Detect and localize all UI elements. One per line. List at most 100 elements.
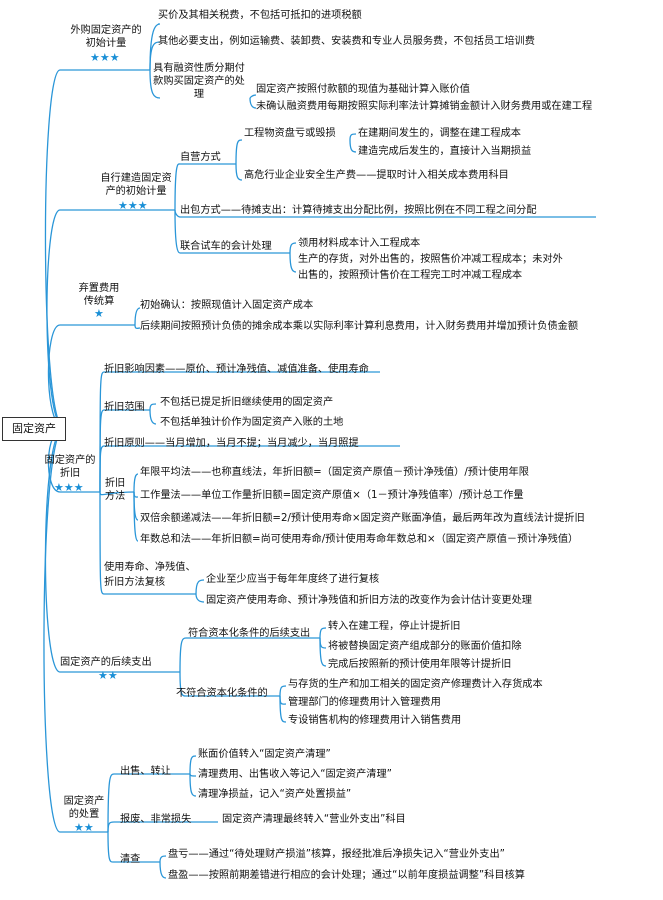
trial-item-3: 出售的，按照预计售价在工程完工时冲减工程成本 xyxy=(298,270,523,281)
depr-method-3: 双倍余额递减法——年折旧额=2/预计使用寿命×固定资产账面净值，最后两年改为直线… xyxy=(140,513,585,524)
connector xyxy=(179,671,280,697)
sale-item-2: 清理费用、出售收入等记入“固定资产清理” xyxy=(198,769,392,780)
sale-item-3: 清理净损益，记入“资产处置损益” xyxy=(198,789,352,800)
noncapital-label: 不符合资本化条件的 xyxy=(176,688,268,699)
disposal-item-2: 后续期间按照预计负债的摊余成本乘以实际利率计算利息费用，计入财务费用并增加预计负… xyxy=(140,321,579,332)
self-operated-label: 自营方式 xyxy=(180,152,221,163)
connector xyxy=(189,773,197,797)
purchase-item-1: 买价及其相关税费，不包括可抵扣的进项税额 xyxy=(158,10,362,21)
depr-method-2: 工作量法——单位工作量折旧额=固定资产原值×（1－预计净残值率）/预计总工作量 xyxy=(140,490,524,501)
disposal-item-1: 初始确认：按照现值计入固定资产成本 xyxy=(140,300,314,311)
connector xyxy=(159,861,167,879)
depr-factors: 折旧影响因素——原价、预计净残值、减值准备、使用寿命 xyxy=(104,364,369,375)
connector xyxy=(107,831,160,863)
purchase-item-2: 其他必要支出，例如运输费、装卸费、安装费和专业人员服务费，不包括员工培训费 xyxy=(158,36,535,47)
depr-review-label: 使用寿命、净残值、折旧方法复核 xyxy=(104,562,196,588)
handling-stars: ★★ xyxy=(74,821,94,834)
connector xyxy=(174,163,236,211)
capital-label: 符合资本化条件的后续支出 xyxy=(188,628,311,639)
capital-item-1: 转入在建工程，停止计提折旧 xyxy=(328,621,461,632)
scrap-loss-label: 工程物资盘亏或毁损 xyxy=(244,128,336,139)
connector xyxy=(279,695,287,723)
connector xyxy=(235,139,243,165)
check-label: 清查 xyxy=(120,854,141,865)
connector xyxy=(195,579,205,595)
depr-method-4: 年数总和法——年折旧额=尚可使用寿命/预计使用寿命年数总和×（固定资产原值－预计… xyxy=(140,534,579,545)
connector xyxy=(289,252,297,273)
purchase-item-3: 具有融资性质分期付款购买固定资产的处理 xyxy=(153,63,245,100)
selfbuilt-title: 自行建造固定资产的初始计量 xyxy=(100,173,172,197)
trial-run-label: 联合试车的会计处理 xyxy=(180,241,272,252)
subsequent-title: 固定资产的后续支出 xyxy=(60,657,152,668)
connector xyxy=(133,491,139,542)
selfbuilt-stars: ★★★ xyxy=(118,199,148,212)
connector xyxy=(46,209,175,429)
connector xyxy=(149,69,161,99)
connector xyxy=(249,94,257,99)
connector xyxy=(195,593,205,603)
root-node: 固定资产 xyxy=(2,417,66,441)
scrap-sub-2: 建造完成后发生的，直接计入当期损益 xyxy=(358,146,532,157)
connector xyxy=(149,409,157,425)
depr-methods-label: 折旧方法 xyxy=(104,478,126,502)
scrap-label: 报废、非常损失 xyxy=(120,814,192,825)
depr-review-item-2: 固定资产使用寿命、预计净残值和折旧方法的改变作为会计估计变更处理 xyxy=(206,595,532,606)
safety-fee: 高危行业企业安全生产费——提取时计入相关成本费用科目 xyxy=(244,170,509,181)
outsourced-label: 出包方式——待摊支出：计算待摊支出分配比例，按照比例在不同工程之间分配 xyxy=(180,205,537,216)
trial-item-1: 领用材料成本计入工程成本 xyxy=(298,238,421,249)
connector xyxy=(107,773,190,833)
capital-item-3: 完成后按照新的预计使用年限等计提折旧 xyxy=(328,659,512,670)
connector xyxy=(99,445,400,493)
depr-scope-item-1: 不包括已提足折旧继续使用的固定资产 xyxy=(160,397,334,408)
depr-method-1: 年限平均法——也称直线法，年折旧额=（固定资产原值－预计净残值）/预计使用年限 xyxy=(140,467,529,478)
connector xyxy=(43,427,108,833)
connector xyxy=(289,242,297,254)
connector xyxy=(44,69,150,429)
disposal-cost-stars: ★ xyxy=(94,307,104,320)
depr-scope-item-2: 不包括单独计价作为固定资产入账的土地 xyxy=(160,417,344,428)
scrap-sub-1: 在建期间发生的，调整在建工程成本 xyxy=(358,128,521,139)
connector xyxy=(149,403,157,411)
capital-item-2: 将被替换固定资产组成部分的账面价值扣除 xyxy=(328,641,522,652)
noncapital-item-3: 专设销售机构的修理费用计入销售费用 xyxy=(288,715,462,726)
connector xyxy=(159,855,167,863)
connector xyxy=(174,209,290,254)
noncapital-item-2: 管理部门的修理费用计入管理费用 xyxy=(288,697,441,708)
connector xyxy=(134,307,141,326)
connector xyxy=(99,491,196,595)
scrap-item: 固定资产清理最终转入“营业外支出”科目 xyxy=(222,814,406,825)
connector xyxy=(319,627,327,639)
installment-item-1: 固定资产按照付款额的现值为基础计算入账价值 xyxy=(256,84,470,95)
subsequent-stars: ★★ xyxy=(98,669,118,682)
purchase-title: 外购固定资产的初始计量 xyxy=(70,25,142,49)
connector xyxy=(279,685,287,697)
disposal-cost-title: 弃置费用传统算 xyxy=(78,283,120,307)
purchase-stars: ★★★ xyxy=(90,51,120,64)
handling-title: 固定资产的处置 xyxy=(63,796,105,820)
connector xyxy=(319,637,327,649)
sale-label: 出售、转让 xyxy=(120,766,171,777)
depr-principle: 折旧原则——当月增加，当月不提；当月减少，当月照提 xyxy=(104,438,359,449)
check-item-1: 盘亏——通过“待处理财产损溢”核算，报经批准后净损失记入“营业外支出” xyxy=(168,849,505,860)
connector xyxy=(349,139,357,153)
connector xyxy=(319,637,327,667)
connector xyxy=(149,41,161,71)
depreciation-stars: ★★★ xyxy=(54,481,84,494)
installment-item-2: 未确认融资费用每期按照实际利率法计算摊销金额计入财务费用或在建工程 xyxy=(256,101,593,112)
depr-scope-label: 折旧范围 xyxy=(104,402,145,413)
noncapital-item-1: 与存货的生产和加工相关的固定资产修理费计入存货成本 xyxy=(288,679,543,690)
connector xyxy=(189,755,197,775)
connector xyxy=(349,133,357,141)
connector xyxy=(279,695,287,705)
depreciation-title: 固定资产的折旧 xyxy=(44,455,96,479)
check-item-2: 盘盈——按照前期差错进行相应的会计处理；通过“以前年度损益调整”科目核算 xyxy=(168,870,525,881)
connector xyxy=(189,773,197,777)
sale-item-1: 账面价值转入“固定资产清理” xyxy=(198,749,331,760)
connector xyxy=(179,637,320,673)
trial-item-2: 生产的存货，对外出售的，按照售价冲减工程成本；未对外 xyxy=(298,254,563,265)
connector xyxy=(133,473,139,493)
connector xyxy=(235,163,243,181)
connector xyxy=(107,821,218,833)
connector xyxy=(249,97,257,109)
